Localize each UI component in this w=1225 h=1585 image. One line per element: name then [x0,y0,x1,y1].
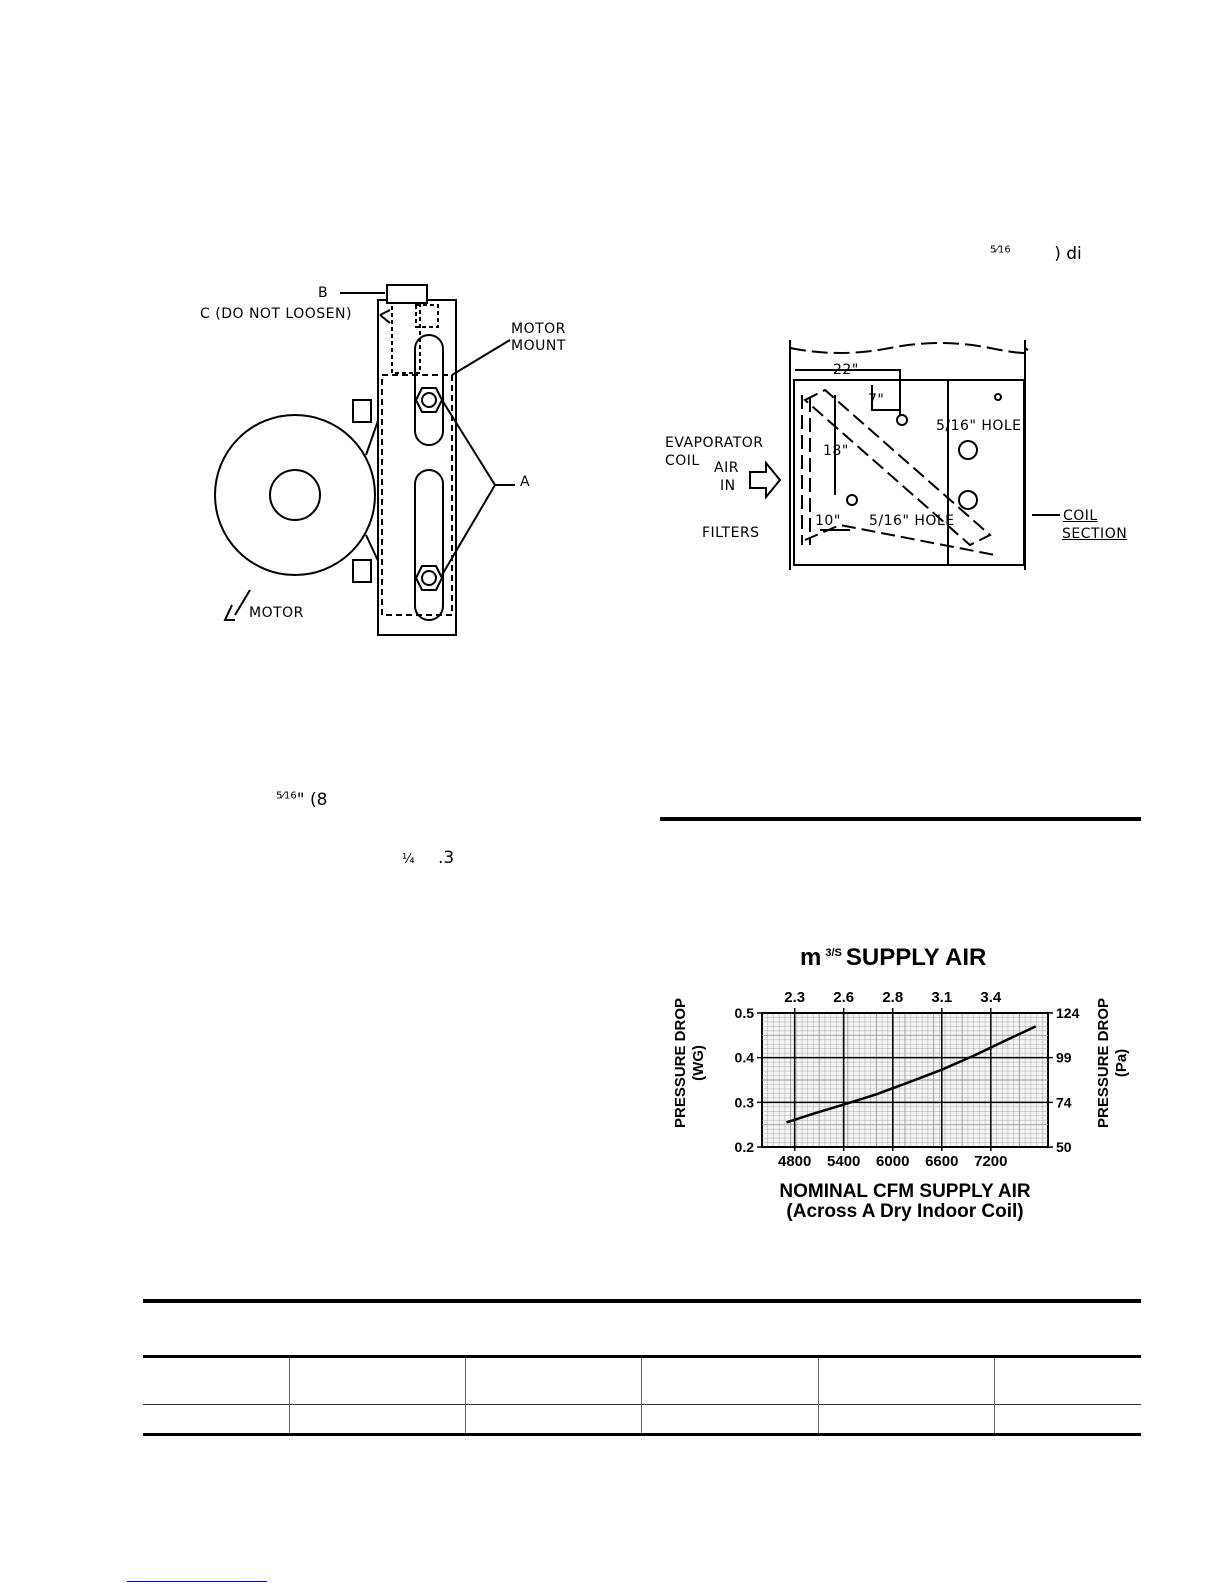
fragment-left-mid: 5⁄16" (8 [276,790,327,810]
motor-mount-plate [377,299,457,636]
y-tick-label-left: 0.4 [735,1050,755,1066]
table-cell [289,1404,467,1436]
label-motor: MOTOR [249,605,304,621]
label-c: C (DO NOT LOOSEN) [200,306,352,322]
evaporator-label-1: EVAPORATOR [665,435,764,451]
fraction: 5⁄16 [990,244,1011,256]
top-tick-label: 3.4 [980,989,1002,1006]
top-tick-label: 2.3 [784,989,805,1006]
table-cell [994,1355,1141,1405]
y-tick-label-left: 0.5 [735,1005,755,1021]
evaporator-label-2: COIL [665,453,700,469]
air-in-label-1: AIR [714,460,739,476]
label-motor-mount-1: MOTOR [511,321,566,337]
hole-top-label: 5/16" HOLE [936,418,1022,434]
label-b: B [318,285,329,301]
y-tick-label-left: 0.3 [735,1094,755,1110]
fraction: ¼ [402,852,415,867]
air-in-label-2: IN [720,478,736,494]
dim-18: 18" [823,443,849,459]
table-cell [289,1355,467,1405]
x-tick-label: 7200 [974,1153,1007,1170]
coil-section-label-2: SECTION [1062,526,1128,542]
table-row [143,1404,1141,1436]
table-cell [641,1355,819,1405]
pressure-drop-line [786,1025,1037,1124]
y-tick-label-left: 0.2 [735,1139,755,1155]
fragment-left-low: ¼ .3 [402,848,454,868]
table-top-rule [143,1299,1141,1303]
table-cell [143,1355,291,1405]
y-tick-label-right: 99 [1056,1050,1072,1066]
fraction: 5⁄16 [276,790,297,802]
footer-link-underline[interactable] [127,1581,267,1582]
spec-table [143,1355,1141,1436]
fragment-tail: " (8 [296,790,328,810]
motor-mount-figure [214,284,515,636]
table-cell [641,1404,819,1436]
dim-10: 10" [815,513,841,529]
x-tick-label: 6600 [925,1153,958,1170]
motor-shaft [269,469,321,521]
dim-22: 22" [833,362,859,378]
label-motor-mount-2: MOUNT [511,338,566,354]
table-cell [143,1404,291,1436]
fragment-tail: .3 [438,848,455,868]
top-tick-label: 2.8 [882,989,903,1006]
label-a: A [520,474,531,490]
x-axis-label: NOMINAL CFM SUPPLY AIR(Across A Dry Indo… [779,1181,1031,1222]
filters-label: FILTERS [702,525,760,541]
air-arrow-icon [749,460,782,500]
coil-section-figure [789,340,1030,570]
dim-7: 7" [868,392,885,408]
fragment-tail: ) di [1054,244,1082,264]
coil-cabinet [793,379,1025,566]
table-cell [465,1404,643,1436]
y-tick-label-right: 124 [1056,1005,1080,1021]
table-header-row [143,1355,1141,1405]
y-tick-label-right: 50 [1056,1139,1072,1155]
table-cell [818,1355,995,1405]
table-cell [994,1404,1141,1436]
table-cell [818,1404,995,1436]
top-tick-label: 3.1 [931,989,952,1006]
x-tick-label: 4800 [778,1153,811,1170]
pressure-drop-chart: 0.2 50 0.3 74 0.4 99 0.5 124 4800 5400 6000 6600 720… [735,989,1080,1170]
y-tick-label-right: 74 [1056,1094,1072,1110]
section-rule [660,817,1141,821]
table-cell [465,1355,643,1405]
coil-section-label-1: COIL [1063,508,1098,524]
coil-section-leader [1032,514,1060,516]
hole-bottom-label: 5/16" HOLE [869,513,955,529]
x-tick-label: 6000 [876,1153,909,1170]
x-tick-label: 5400 [827,1153,860,1170]
top-tick-label: 2.6 [833,989,854,1006]
fragment-top-right: 5⁄16 ) di [990,244,1082,264]
